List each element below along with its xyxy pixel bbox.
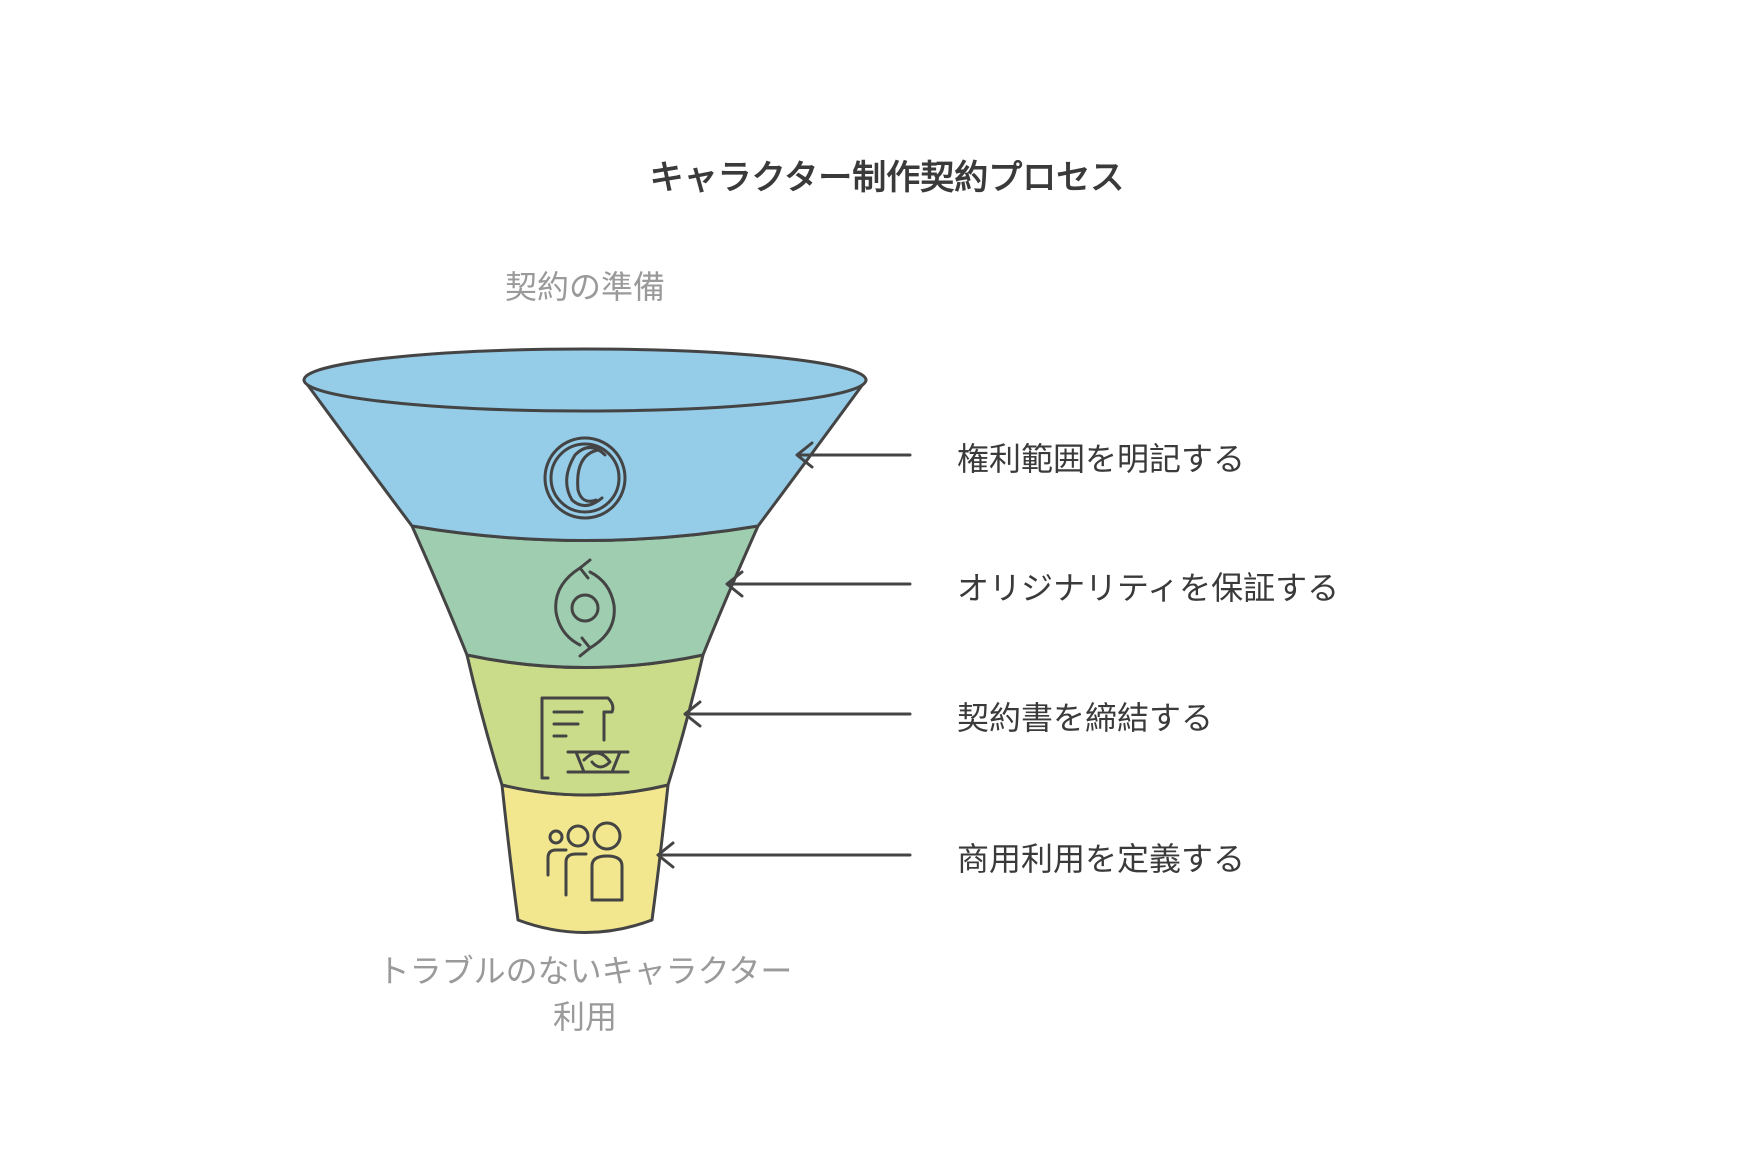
funnel-stage-2: [410, 524, 760, 669]
diagram-title: キャラクター制作契約プロセス: [649, 158, 1125, 198]
copyright-icon: [543, 436, 627, 520]
step-label-3: 契約書を締結する: [957, 699, 1214, 737]
arrow-step-3: [683, 700, 912, 728]
funnel-top: [302, 347, 868, 413]
contract-handshake-icon: [540, 696, 630, 780]
step-label-1: 権利範囲を明記する: [957, 440, 1246, 478]
arrow-step-2: [725, 570, 912, 598]
step-label-4: 商用利用を定義する: [957, 840, 1246, 878]
step-label-2: オリジナリティを保証する: [957, 569, 1340, 607]
funnel-stage-4: [500, 783, 670, 934]
funnel-bottom-label: トラブルのないキャラクター 利用: [285, 948, 885, 1040]
bottom-label-line-1: トラブルのないキャラクター: [377, 952, 793, 990]
funnel-top-label: 契約の準備: [504, 268, 665, 306]
people-group-icon: [546, 821, 624, 902]
arrow-step-4: [656, 841, 912, 869]
refresh-cycle-icon: [554, 558, 616, 658]
bottom-label-line-2: 利用: [552, 998, 617, 1036]
arrow-step-1: [795, 441, 912, 469]
funnel-stage-3: [465, 653, 705, 797]
